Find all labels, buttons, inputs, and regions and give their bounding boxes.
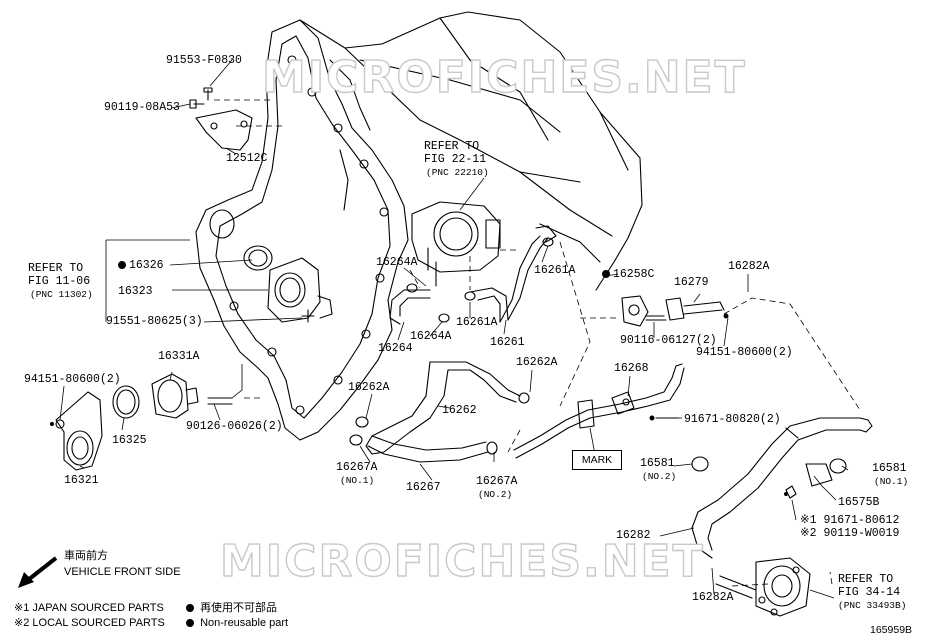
part-16321[interactable]: 16321	[64, 474, 99, 487]
part-16581-no2-note: (NO.2)	[642, 471, 677, 482]
oil-cooler	[715, 557, 811, 617]
ref-fig34-l2[interactable]: FIG 34-14	[838, 586, 901, 599]
ref-fig34-l3: (PNC 33493B)	[838, 600, 907, 611]
hose-16264	[389, 283, 450, 325]
clamp-16581	[691, 456, 847, 499]
part-16261[interactable]: 16261	[490, 336, 525, 349]
part-16262a-right[interactable]: 16262A	[516, 356, 558, 369]
dashed-references	[214, 99, 861, 587]
part-16581-no2[interactable]: 16581	[640, 457, 675, 470]
figure-id: 165959B	[870, 624, 913, 636]
part-91553-f0830[interactable]: 91553-F0830	[166, 54, 242, 67]
part-16267a-no1-note: (NO.1)	[340, 475, 375, 486]
part-16325[interactable]: 16325	[112, 434, 147, 447]
part-16282a-upper[interactable]: 16282A	[728, 260, 770, 273]
part-91671-80820[interactable]: 91671-80820(2)	[684, 413, 781, 426]
non-reusable-dot-icon	[602, 270, 610, 278]
water-inlet-housing	[267, 257, 333, 323]
ref-fig34-l1[interactable]: REFER TO	[838, 573, 894, 586]
throttle-body	[411, 201, 501, 287]
legend-local-sourced: ※2 LOCAL SOURCED PARTS	[14, 617, 165, 629]
part-16326-number: 16326	[129, 259, 164, 272]
watermark-bottom: MICROFICHES.NET	[219, 535, 705, 587]
part-16268[interactable]: 16268	[614, 362, 649, 375]
part-90119-w0019[interactable]: ※2 90119-W0019	[800, 527, 900, 540]
part-16326[interactable]: 16326	[118, 259, 164, 272]
legend-nonreuse-jp: 再使用不可部品	[186, 602, 277, 615]
part-16261a-lower[interactable]: 16261A	[456, 316, 498, 329]
part-90119-08a53[interactable]: 90119-08A53	[104, 101, 180, 114]
part-91551-80625[interactable]: 91551-80625(3)	[106, 315, 203, 328]
part-16262a-left[interactable]: 16262A	[348, 381, 390, 394]
leader-lines	[59, 59, 849, 599]
part-16575b[interactable]: 16575B	[838, 496, 880, 509]
mark-box: MARK	[572, 450, 622, 470]
front-side-en: VEHICLE FRONT SIDE	[64, 566, 181, 578]
engine-block-outline	[299, 11, 643, 291]
ref-fig22-l3: (PNC 22210)	[426, 167, 489, 178]
legend-japan-sourced: ※1 JAPAN SOURCED PARTS	[14, 602, 164, 614]
ref-fig11-l3: (PNC 11302)	[30, 289, 93, 300]
hose-16267	[349, 434, 498, 463]
part-16261a-upper[interactable]: 16261A	[534, 264, 576, 277]
legend-nonreuse-en: Non-reusable part	[186, 617, 288, 630]
part-16267a-no2-note: (NO.2)	[478, 489, 513, 500]
front-side-jp: 車両前方	[64, 550, 108, 562]
hose-16261	[464, 225, 557, 323]
part-16581-no1[interactable]: 16581	[872, 462, 907, 475]
pipe-16279	[621, 295, 725, 327]
part-94151-80600-right[interactable]: 94151-80600(2)	[696, 346, 793, 359]
part-16267a-no1[interactable]: 16267A	[336, 461, 378, 474]
part-90116-06127[interactable]: 90116-06127(2)	[620, 334, 717, 347]
part-16264[interactable]: 16264	[378, 342, 413, 355]
hose-16262	[355, 361, 530, 455]
timing-chain-cover	[195, 19, 409, 441]
ref-fig11-l1[interactable]: REFER TO	[28, 262, 84, 275]
water-outlet-16321	[55, 391, 103, 471]
part-91671-80612[interactable]: ※1 91671-80612	[800, 514, 900, 527]
non-reusable-dot-icon	[186, 604, 194, 612]
part-16581-no1-note: (NO.1)	[874, 476, 909, 487]
part-16282[interactable]: 16282	[616, 529, 651, 542]
ref-fig22-l1[interactable]: REFER TO	[424, 140, 480, 153]
part-12512c[interactable]: 12512C	[226, 152, 268, 165]
part-16267[interactable]: 16267	[406, 481, 441, 494]
part-16264a-upper[interactable]: 16264A	[376, 256, 418, 269]
pipe-16268	[513, 363, 685, 459]
thermostat-16331a	[151, 373, 199, 419]
part-16258c-number: 16258C	[613, 268, 655, 281]
non-reusable-dot-icon	[118, 261, 126, 269]
ref-fig11-l2[interactable]: FIG 11-06	[28, 275, 91, 288]
legend-nonreuse-en-text: Non-reusable part	[200, 617, 289, 629]
part-16282a-lower[interactable]: 16282A	[692, 591, 734, 604]
part-16331a[interactable]: 16331A	[158, 350, 200, 363]
non-reusable-dot-icon	[186, 619, 194, 627]
gasket-16325	[112, 385, 140, 419]
bracket-12512c	[189, 87, 253, 151]
part-90126-06026[interactable]: 90126-06026(2)	[186, 420, 283, 433]
part-94151-80600-left[interactable]: 94151-80600(2)	[24, 373, 121, 386]
part-16279[interactable]: 16279	[674, 276, 709, 289]
ref-fig22-l2[interactable]: FIG 22-11	[424, 153, 487, 166]
watermark-top: MICROFICHES.NET	[261, 51, 747, 103]
part-16262[interactable]: 16262	[442, 404, 477, 417]
part-16323[interactable]: 16323	[118, 285, 153, 298]
legend-nonreuse-jp-text: 再使用不可部品	[200, 602, 278, 614]
hose-16282	[691, 417, 873, 559]
front-arrow-icon	[18, 556, 58, 588]
fasteners	[50, 313, 788, 496]
part-16267a-no2[interactable]: 16267A	[476, 475, 518, 488]
part-16258c[interactable]: 16258C	[602, 268, 654, 281]
part-16264a-lower[interactable]: 16264A	[410, 330, 452, 343]
